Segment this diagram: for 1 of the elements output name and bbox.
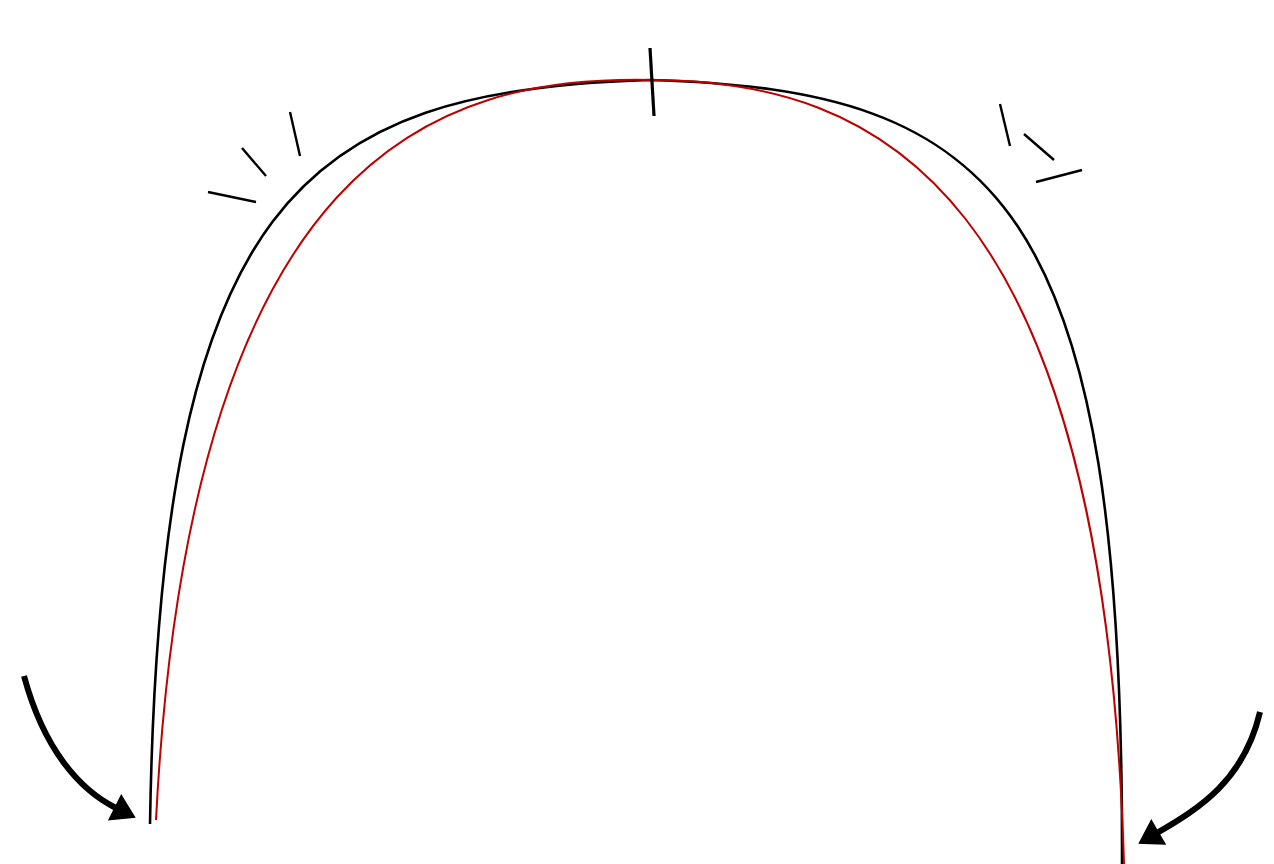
arch-drawing <box>148 78 1125 864</box>
